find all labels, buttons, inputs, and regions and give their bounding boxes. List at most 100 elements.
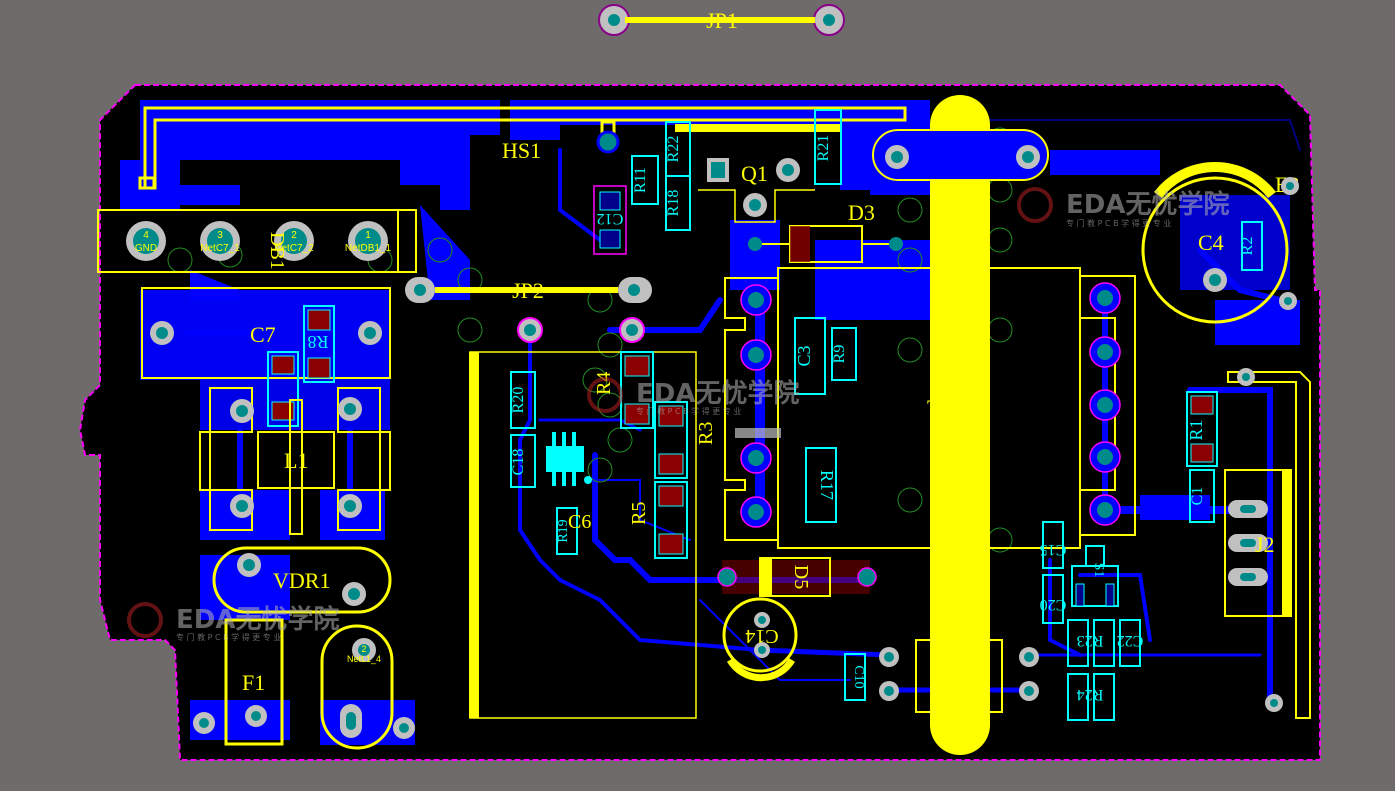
smd-c22[interactable]: C22	[1117, 619, 1144, 667]
right-bracket	[1227, 368, 1311, 719]
watermark-sub-2: 专 门 教 P C B 学 得 更 专 业	[636, 406, 741, 416]
smd-c3[interactable]: C3	[794, 317, 826, 395]
db1-pin1-net: NetDB1_1	[345, 243, 392, 254]
c15-label: C15	[1040, 541, 1067, 558]
smd-c15[interactable]: C15	[1040, 521, 1067, 569]
capacitor-c11[interactable]	[267, 351, 299, 427]
capacitor-c7[interactable]: C7	[141, 287, 391, 379]
d5-label: D5	[790, 565, 812, 589]
smd-r4[interactable]: R4	[593, 351, 654, 429]
j2-label: J2	[1255, 532, 1275, 557]
r2-label: R2	[1239, 237, 1256, 256]
varistor-vdr1[interactable]: VDR1	[212, 546, 392, 614]
l1-label: L1	[284, 448, 308, 473]
r8-label: R8	[307, 332, 328, 352]
watermark-sub-3: 专 门 教 P C B 学 得 更 专 业	[176, 632, 281, 642]
optocoupler[interactable]	[879, 639, 1039, 713]
db1-pin3-num: 3	[217, 230, 223, 241]
q1-label: Q1	[741, 161, 768, 186]
control-region	[469, 317, 697, 719]
db1-pin2-num: 2	[291, 230, 297, 241]
oval-pad-pair[interactable]	[872, 129, 1049, 181]
hs1-pad[interactable]	[596, 130, 620, 154]
resistor-r8[interactable]: R8	[303, 305, 335, 383]
smd-r21[interactable]: R21	[814, 109, 842, 185]
smd-small-cap[interactable]	[735, 428, 781, 438]
c6-label: C6	[568, 511, 591, 533]
r20-label: R20	[510, 387, 527, 414]
s1-label: S1	[1091, 563, 1106, 578]
watermark-1: EDA无忧学院 专 门 教 P C B 学 得 更 专 业	[1017, 187, 1229, 228]
c4-label: C4	[1198, 230, 1224, 255]
smd-r17[interactable]: R17	[805, 447, 837, 523]
db1-pin3-net: NetC7_1	[200, 243, 240, 254]
c22-label: C22	[1117, 632, 1144, 649]
smd-c18[interactable]: C18	[510, 434, 536, 488]
db1-pin4-num: 4	[143, 230, 149, 241]
smd-r19[interactable]: R19	[556, 507, 578, 555]
r18-label: R18	[665, 190, 682, 217]
db1-pin1-num: 1	[365, 230, 371, 241]
jp2-label: JP2	[512, 278, 544, 303]
vdr1-label: VDR1	[273, 568, 330, 593]
watermark-title-3: EDA无忧学院	[176, 604, 339, 635]
jumper-jp1[interactable]: JP1	[598, 4, 845, 36]
smd-c20[interactable]: C20	[1040, 574, 1067, 624]
smd-r23[interactable]: R23	[1067, 619, 1115, 667]
smd-r22[interactable]: R22	[665, 121, 691, 177]
smd-c10[interactable]: C10	[844, 653, 866, 701]
watermark-2: EDA无忧学院 专 门 教 P C B 学 得 更 专 业	[587, 377, 799, 416]
ic-u1[interactable]	[546, 432, 592, 486]
connector-j2[interactable]: J2	[1224, 469, 1292, 617]
smd-r1[interactable]: R1	[1186, 391, 1218, 467]
db1-label: DB1	[266, 232, 288, 270]
f1-label: F1	[242, 670, 265, 695]
inductor-l1[interactable]	[199, 387, 391, 535]
transformer-t[interactable]: T	[724, 95, 1136, 755]
smd-r9[interactable]: R9	[831, 327, 857, 381]
r19-label: R19	[556, 519, 571, 542]
smd-r24[interactable]: R24	[1067, 673, 1115, 721]
r3-label: R3	[695, 422, 717, 445]
pin2-text: 2	[361, 644, 366, 654]
hs1-label: HS1	[502, 138, 541, 163]
smd-c12[interactable]: C12	[593, 185, 627, 255]
watermark-title-2: EDA无忧学院	[636, 378, 799, 409]
d3-label: D3	[848, 200, 875, 225]
jp1-label: JP1	[706, 8, 738, 33]
r4-label: R4	[593, 372, 615, 395]
smd-r20[interactable]: R20	[510, 371, 536, 429]
t-label: T	[927, 395, 941, 420]
diode-d3[interactable]: D3	[748, 200, 903, 263]
watermark-sub-1: 专 门 教 P C B 学 得 更 专 业	[1066, 218, 1171, 228]
watermark-3: EDA无忧学院 专 门 教 P C B 学 得 更 专 业	[127, 602, 339, 642]
capacitor-c4[interactable]: C4	[1141, 162, 1289, 324]
c7-label: C7	[250, 322, 276, 347]
smd-r3[interactable]: R3	[654, 401, 717, 479]
db1-pin2-net: NetC7_2	[274, 243, 314, 254]
c1-label: C1	[1189, 487, 1206, 506]
diode-d5[interactable]: D5	[717, 557, 877, 597]
smd-c1[interactable]: C1	[1189, 469, 1215, 523]
smd-r11[interactable]: R11	[631, 155, 659, 205]
bridge-db1[interactable]: 4 GND 3 NetC7_1 2 NetC7_2 1 NetDB1_1 DB1	[97, 209, 417, 273]
capacitor-c14[interactable]: C14	[722, 597, 798, 682]
jumper-jp2[interactable]: JP2	[405, 277, 652, 303]
r9-label: R9	[831, 345, 848, 364]
fuse-f1[interactable]: F1	[193, 618, 284, 746]
oval-connector[interactable]: 2 NetL1_4	[320, 624, 415, 750]
ic-s1[interactable]: S1	[1071, 545, 1119, 607]
smd-r5[interactable]: R5	[628, 481, 688, 559]
c3-label: C3	[794, 345, 814, 366]
r11-label: R11	[632, 167, 649, 193]
c14-label: C14	[745, 625, 778, 647]
transistor-q1[interactable]: Q1	[698, 158, 815, 223]
r22-label: R22	[665, 136, 682, 163]
silk-top-bracket	[138, 106, 907, 190]
r23-label: R23	[1077, 632, 1104, 649]
r1-label: R1	[1186, 419, 1206, 440]
c12-label: C12	[597, 210, 624, 227]
netl1-text: NetL1_4	[347, 654, 381, 664]
smd-r2[interactable]: R2	[1239, 221, 1263, 271]
